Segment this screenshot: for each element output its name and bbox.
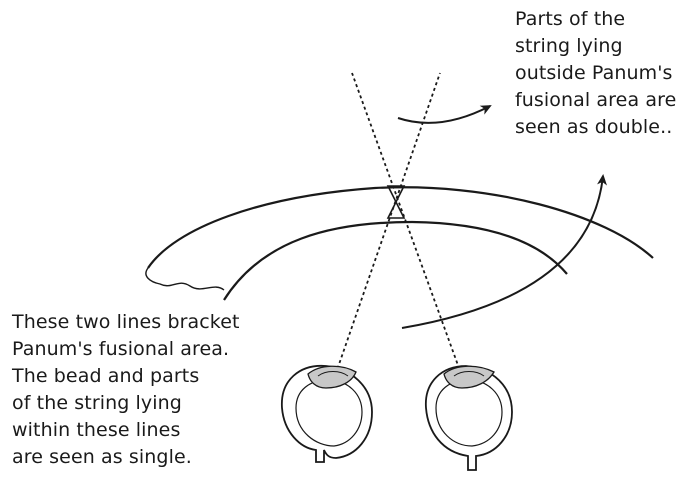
outside-arrow-top — [398, 106, 490, 123]
right-eye-icon — [426, 366, 512, 470]
wavy-break-line — [146, 268, 224, 290]
inner-horopter-arc — [224, 222, 567, 300]
outer-horopter-arc — [148, 187, 653, 268]
bracket-annotation: These two lines bracket Panum's fusional… — [12, 309, 240, 471]
outside-arrow-right — [402, 176, 603, 328]
bead-marker — [388, 186, 404, 218]
outside-panum-annotation: Parts of the string lying outside Panum'… — [515, 6, 676, 141]
left-eye-icon — [282, 366, 372, 462]
